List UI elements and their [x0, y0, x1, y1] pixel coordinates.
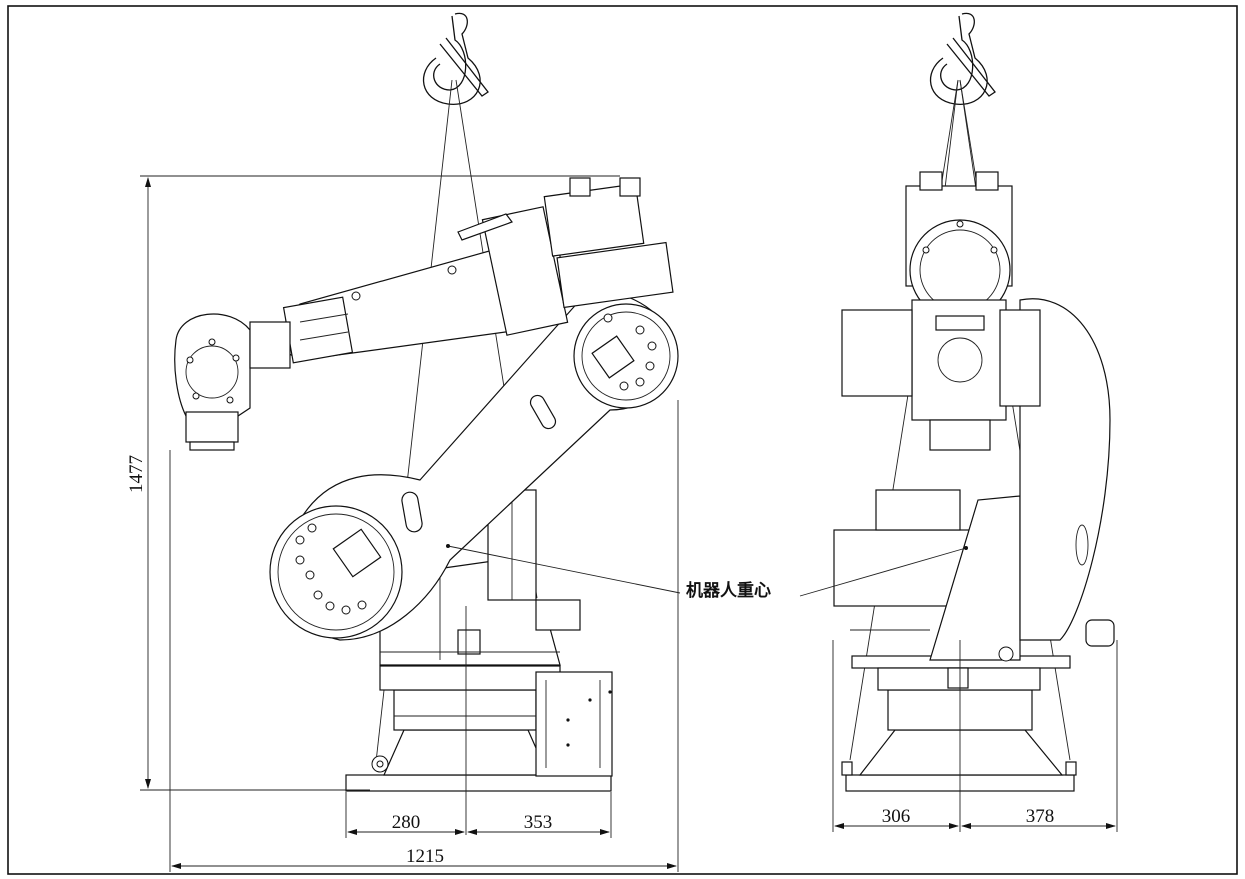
front-base	[841, 655, 1077, 792]
dimension-overall-width: 1215	[406, 846, 444, 867]
dimension-height: 1477	[126, 455, 147, 493]
dimension-side-right: 353	[524, 812, 553, 833]
front-column	[833, 298, 1115, 662]
side-lifting-hook	[422, 12, 489, 105]
dimension-side-left: 280	[392, 812, 421, 833]
drawing-border	[7, 5, 1238, 875]
side-wrist	[174, 313, 291, 451]
side-lower-arm	[269, 291, 679, 641]
dimension-front-left: 306	[882, 806, 911, 827]
side-upper-arm	[282, 177, 674, 364]
front-view-robot	[799, 12, 1115, 832]
front-lifting-hook	[929, 12, 996, 105]
side-dimensions	[140, 175, 679, 872]
side-view-robot	[174, 12, 681, 835]
center-of-gravity-label: 机器人重心	[686, 580, 771, 601]
front-dimensions	[832, 640, 1118, 832]
front-cg-leader	[799, 547, 967, 597]
side-cg-leader	[447, 545, 681, 594]
dimension-front-right: 378	[1026, 806, 1055, 827]
front-arm	[841, 171, 1041, 451]
side-base	[345, 665, 613, 792]
